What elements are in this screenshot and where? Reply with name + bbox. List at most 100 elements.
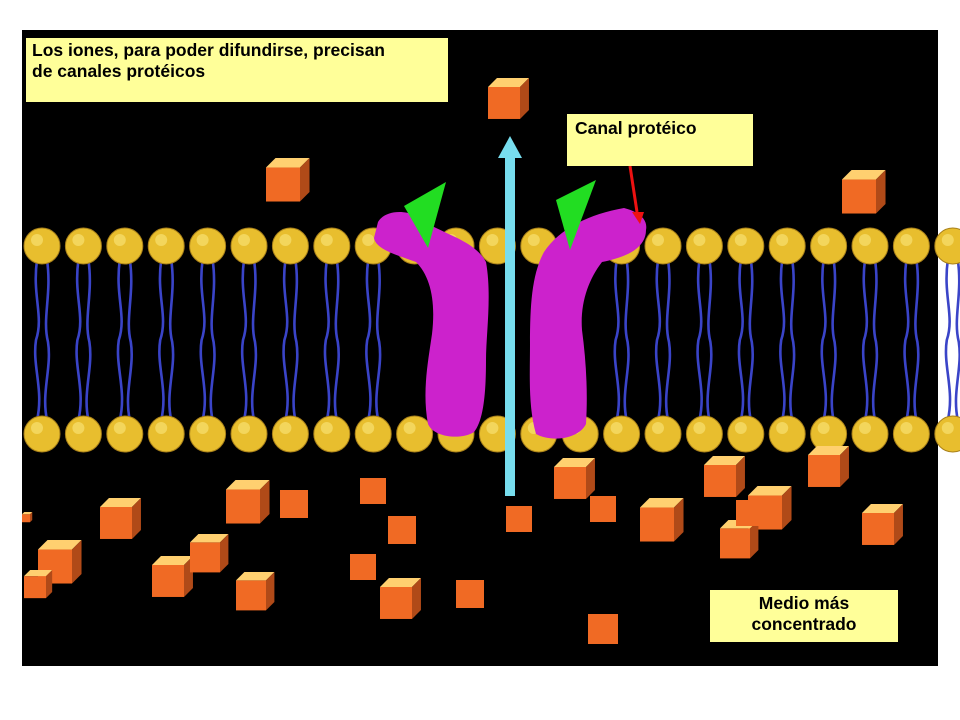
phospholipid-tail — [903, 259, 920, 421]
phospholipid-head-highlight — [196, 422, 209, 434]
transport-arrow — [498, 136, 522, 496]
ion-icon — [736, 500, 762, 526]
ion-cube-icon — [704, 456, 745, 497]
phospholipid-head-inner — [313, 415, 351, 453]
ion-cube-top — [100, 498, 141, 507]
phospholipid-head-highlight — [320, 234, 333, 246]
ion-cube-front — [862, 512, 894, 545]
phospholipid-head-inner — [23, 415, 61, 453]
medium-line-2: concentrado — [751, 614, 857, 634]
phospholipid-tail — [944, 259, 960, 421]
ion-cube-front — [640, 507, 674, 542]
phospholipid-head-highlight — [900, 234, 913, 246]
phospholipid-head-highlight — [155, 234, 168, 246]
phospholipid-tail — [282, 259, 299, 421]
ion-cube-side — [260, 480, 270, 524]
ion-cube-icon — [236, 572, 275, 611]
ion-cube-top — [152, 556, 193, 565]
phospholipid-head-highlight — [362, 422, 375, 434]
ion-cube-front — [100, 506, 132, 539]
ion-cube-top — [704, 456, 745, 465]
ion-cube-icon — [488, 78, 529, 119]
phospholipid-head-outer — [768, 227, 806, 265]
ion-cube-icon — [808, 446, 849, 487]
phospholipid-tail — [158, 259, 175, 421]
ion-cube-side — [30, 512, 33, 523]
phospholipid-head-highlight — [900, 422, 913, 434]
ion-cube-icon — [842, 170, 886, 214]
phospholipid-head-highlight — [31, 422, 43, 434]
phospholipid-tail — [199, 259, 216, 421]
phospholipid-head-outer — [934, 227, 960, 265]
ion-cube-top — [488, 78, 529, 87]
channel-gate-right — [556, 180, 596, 250]
phospholipid-head-inner — [147, 415, 185, 453]
phospholipid-head-highlight — [734, 422, 747, 434]
title-line-1: Los iones, para poder difundirse, precis… — [32, 40, 385, 60]
ion-icon — [350, 554, 376, 580]
phospholipid-head-inner — [934, 415, 960, 453]
ion-icon — [506, 506, 532, 532]
phospholipid-head-outer — [810, 227, 848, 265]
ion-cube-top — [22, 512, 33, 515]
ion-cube-side — [520, 78, 529, 119]
ion-cube-side — [46, 570, 53, 599]
phospholipid-head-highlight — [320, 422, 333, 434]
ion-cube-top — [808, 446, 849, 455]
phospholipid-head-highlight — [113, 422, 126, 434]
phospholipid-tail — [116, 259, 133, 421]
ion-cube-front — [190, 542, 220, 573]
phospholipid-tail — [861, 259, 879, 421]
phospholipid-head-inner — [396, 415, 434, 453]
ion-cube-side — [894, 504, 903, 545]
ions-layer — [22, 78, 903, 644]
ion-cube-icon — [152, 556, 193, 597]
phospholipid-head-highlight — [817, 422, 830, 434]
phospholipid-head-inner — [892, 415, 930, 453]
phospholipid-head-highlight — [279, 422, 292, 434]
ion-cube-front — [704, 464, 736, 497]
phospholipid-tail — [779, 259, 796, 421]
phospholipid-head-highlight — [652, 234, 664, 246]
ion-cube-front — [808, 454, 840, 487]
phospholipid-head-highlight — [941, 422, 954, 434]
ion-icon — [590, 496, 616, 522]
phospholipid-tail — [33, 259, 51, 421]
transport-arrow-shaft — [505, 156, 515, 496]
phospholipid-head-highlight — [238, 234, 250, 246]
phospholipid-tail — [737, 259, 754, 421]
phospholipid-tail — [820, 259, 837, 421]
ion-icon — [280, 490, 308, 518]
phospholipid-head-outer — [230, 227, 268, 265]
ion-cube-side — [300, 158, 310, 202]
ion-cube-front — [554, 466, 586, 499]
title-line-2: de canales protéicos — [32, 61, 206, 81]
transport-arrow-head — [498, 136, 522, 158]
channel-label-text: Canal protéico — [575, 118, 697, 138]
phospholipid-head-outer — [271, 227, 309, 265]
phospholipid-head-highlight — [362, 234, 375, 246]
ion-cube-top — [862, 504, 903, 513]
ion-cube-side — [782, 486, 792, 530]
ion-cube-top — [748, 486, 792, 496]
phospholipid-head-highlight — [652, 422, 664, 434]
phospholipid-head-outer — [685, 227, 723, 265]
phospholipid-head-highlight — [859, 422, 871, 434]
phospholipid-head-inner — [644, 415, 682, 453]
ion-cube-top — [380, 578, 421, 587]
phospholipid-head-outer — [64, 227, 102, 265]
phospholipid-head-highlight — [486, 234, 499, 246]
phospholipid-tail — [75, 259, 92, 421]
ion-cube-top — [38, 540, 82, 550]
phospholipid-tail — [365, 259, 382, 421]
channel-label: Canal protéico — [567, 114, 753, 166]
ion-cube-front — [226, 489, 260, 524]
phospholipid-head-outer — [23, 227, 61, 265]
ion-cube-front — [488, 86, 520, 119]
ion-cube-side — [876, 170, 886, 214]
phospholipid-head-inner — [603, 415, 641, 453]
ion-cube-front — [22, 514, 30, 523]
phospholipid-head-highlight — [941, 234, 954, 246]
ion-cube-icon — [554, 458, 595, 499]
